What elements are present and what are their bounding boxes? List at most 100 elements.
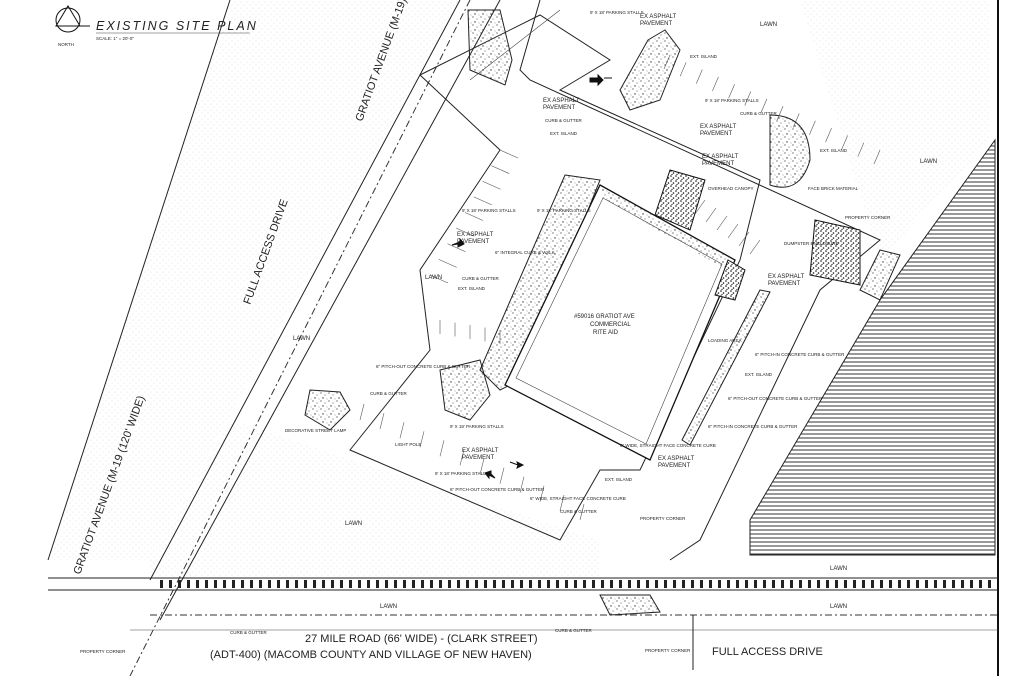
rail-tie <box>619 580 622 588</box>
svg-text:PAVEMENT: PAVEMENT <box>768 281 800 287</box>
stall-line <box>738 231 750 247</box>
rail-tie <box>574 580 577 588</box>
rail-tie <box>232 580 235 588</box>
rail-tie <box>421 580 424 588</box>
note-pitch-in-2: 6" PITCH-IN CONCRETE CURB & GUTTER <box>708 424 798 429</box>
note-light-pole: LIGHT POLE <box>395 442 421 447</box>
stall-line <box>499 467 505 484</box>
note-ext-island-3: EXT. ISLAND <box>820 148 848 153</box>
rail-tie <box>196 580 199 588</box>
note-curb-gutter-3: CURB & GUTTER <box>462 276 500 281</box>
rail-tie <box>583 580 586 588</box>
rail-tie <box>925 580 928 588</box>
rail-tie <box>754 580 757 588</box>
rail-tie <box>862 580 865 588</box>
rail-tie <box>394 580 397 588</box>
rail-tie <box>943 580 946 588</box>
note-curb-gutter-4: CURB & GUTTER <box>370 391 408 396</box>
rail-tie <box>871 580 874 588</box>
note-curb-gutter-5: CURB & GUTTER <box>560 509 598 514</box>
rail-tie <box>358 580 361 588</box>
note-curb-gutter-7: CURB & GUTTER <box>555 628 593 633</box>
svg-text:PAVEMENT: PAVEMENT <box>457 239 489 245</box>
lawn-label-road-right: LAWN <box>830 604 847 610</box>
rail-tie <box>448 580 451 588</box>
rail-tie <box>502 580 505 588</box>
stall-line <box>712 76 719 92</box>
lawn-label-lower: LAWN <box>345 521 362 527</box>
rail-tie <box>565 580 568 588</box>
rail-tie <box>691 580 694 588</box>
note-ext-island-5: EXT. ISLAND <box>745 372 773 377</box>
rail-tie <box>727 580 730 588</box>
stall-line <box>749 239 761 255</box>
note-pitch-out-3: 6" PITCH-OUT CONCRETE CURB & GUTTER <box>450 487 545 492</box>
svg-text:PAVEMENT: PAVEMENT <box>543 105 575 111</box>
rail-tie <box>916 580 919 588</box>
note-pitch-in-1: 6" PITCH-IN CONCRETE CURB & GUTTER <box>755 352 845 357</box>
island-left-lower <box>304 389 351 431</box>
stall-line <box>459 449 465 466</box>
rail-tie <box>376 580 379 588</box>
rail-tie <box>889 580 892 588</box>
rail-tie <box>178 580 181 588</box>
note-ext-island-2: EXT. ISLAND <box>690 54 718 59</box>
walk-bottom <box>599 594 661 616</box>
rail-tie <box>988 580 991 588</box>
note-curb-gutter-2: CURB & GUTTER <box>740 111 778 116</box>
rail-tie <box>718 580 721 588</box>
note-property-corner-4: PROPERTY CORNER <box>645 648 691 653</box>
svg-text:PAVEMENT: PAVEMENT <box>658 463 690 469</box>
lawn-area-left <box>48 0 460 560</box>
rail-tie <box>304 580 307 588</box>
svg-text:EX ASPHALT: EX ASPHALT <box>462 448 499 454</box>
rail-tie <box>700 580 703 588</box>
stall-line <box>873 149 881 165</box>
pavement-outline <box>349 14 761 541</box>
rail-tie <box>340 580 343 588</box>
rail-tie <box>268 580 271 588</box>
stall-line <box>456 227 475 237</box>
lawn-label-road-left: LAWN <box>380 604 397 610</box>
note-loading: LOADING AREA <box>708 338 742 343</box>
rail-tie <box>547 580 550 588</box>
note-stalls-1: 9' X 18' PARKING STALLS <box>590 10 644 15</box>
rail-tie <box>907 580 910 588</box>
full-access-bottom-label: FULL ACCESS DRIVE <box>712 646 823 658</box>
rail-tie <box>439 580 442 588</box>
note-stalls-2: 9' X 18' PARKING STALLS <box>705 98 759 103</box>
stall-line <box>519 476 525 493</box>
note-dumpster: DUMPSTER ENCLOSURE <box>784 241 839 246</box>
note-stalls-6: 9' X 18' PARKING STALLS <box>435 471 489 476</box>
gratiot-edge-left <box>47 0 231 561</box>
note-stalls-3: 9' X 18' PARKING STALLS <box>462 208 516 213</box>
north-arrow <box>55 5 90 33</box>
rail-tie <box>781 580 784 588</box>
stall-line <box>694 199 706 215</box>
stall-line <box>825 127 832 143</box>
rail-tie <box>475 580 478 588</box>
building-address: #59016 GRATIOT AVE <box>574 314 635 320</box>
gratiot-edge-right <box>149 0 461 581</box>
rail-tie <box>529 580 532 588</box>
building-wall-stipple <box>600 185 735 272</box>
island-center <box>439 359 491 421</box>
stall-line <box>579 503 585 521</box>
rail-tie <box>853 580 856 588</box>
rail-tie <box>637 580 640 588</box>
asphalt-label-east: EX ASPHALT PAVEMENT <box>768 274 805 287</box>
rail-tie <box>214 580 217 588</box>
rail-tie <box>286 580 289 588</box>
mile-road-label-1: 27 MILE ROAD (66' WIDE) - (CLARK STREET) <box>305 633 538 645</box>
stall-line <box>841 135 848 150</box>
plan-scale: SCALE: 1" = 20'-0" <box>96 36 134 41</box>
stall-line <box>499 149 519 159</box>
north-label: NORTH <box>58 42 74 47</box>
island-top-left <box>467 9 513 86</box>
lawn-label-left: LAWN <box>293 336 310 342</box>
asphalt-label-top: EX ASPHALT PAVEMENT <box>640 14 677 27</box>
asphalt-label-left: EX ASPHALT PAVEMENT <box>457 232 494 245</box>
rail-tie <box>241 580 244 588</box>
rail-tie <box>466 580 469 588</box>
stall-line <box>716 215 728 231</box>
